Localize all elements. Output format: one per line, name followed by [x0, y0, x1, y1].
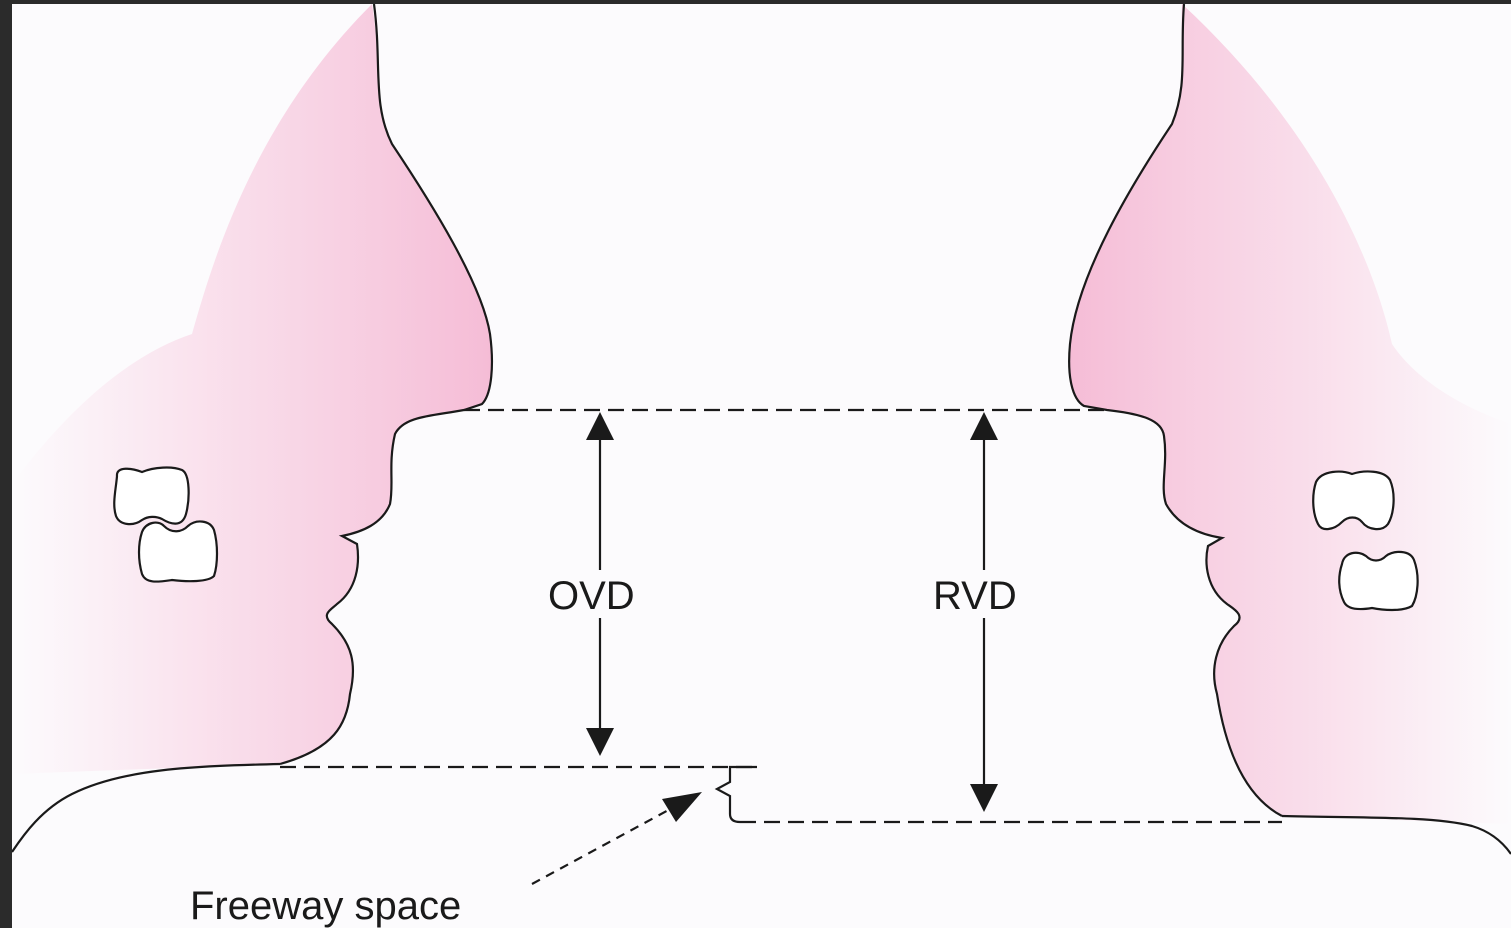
reference-lines [280, 410, 1282, 822]
rvd-label: RVD [930, 574, 1020, 618]
ovd-arrow-up-icon [586, 412, 614, 440]
rvd-arrow-down-icon [970, 784, 998, 812]
freeway-pointer-arrow [532, 792, 702, 884]
vertical-dimension-diagram [12, 4, 1511, 928]
rvd-arrow-up-icon [970, 412, 998, 440]
ovd-arrow-down-icon [586, 728, 614, 756]
diagram-canvas: OVD RVD Freeway space [12, 4, 1511, 928]
ovd-label: OVD [545, 574, 638, 618]
freeway-pointer-arrowhead-icon [662, 792, 702, 822]
left-shoulder-outline [12, 764, 280, 852]
freeway-space-bracket [717, 767, 757, 822]
right-profile-head [1069, 4, 1511, 854]
left-upper-tooth-icon [114, 468, 188, 525]
left-face-skin [12, 4, 492, 774]
right-lower-tooth-icon [1339, 552, 1417, 610]
freeway-space-label: Freeway space [190, 886, 461, 926]
left-profile-head [12, 4, 492, 852]
left-lower-tooth-icon [139, 521, 217, 581]
